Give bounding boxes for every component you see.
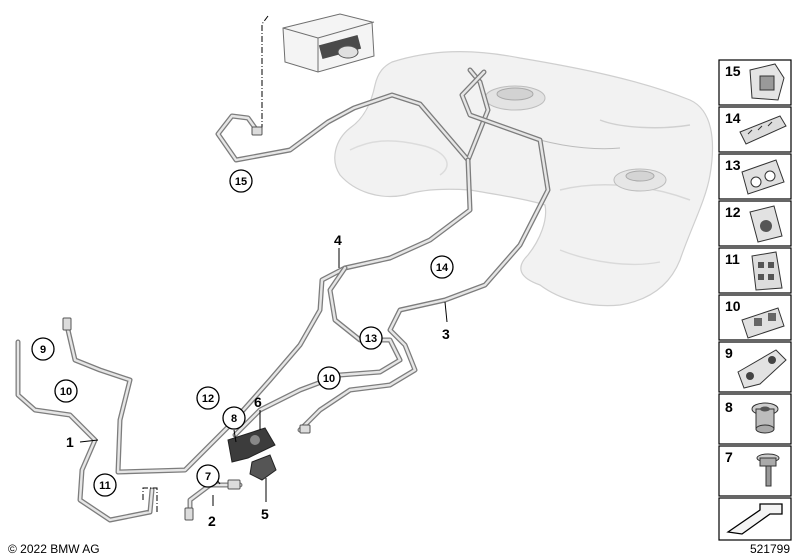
diagram-number: 521799 [750, 542, 790, 556]
connector-reference-line [142, 487, 158, 512]
legend-item-12[interactable]: 12 [718, 200, 792, 247]
svg-text:12: 12 [725, 204, 741, 220]
grommet-icon [751, 402, 779, 434]
svg-text:10: 10 [725, 298, 741, 314]
callout-4: 4 [334, 232, 342, 248]
bracket-holder-icon [737, 349, 787, 389]
double-clip-icon [741, 159, 785, 195]
svg-text:7: 7 [205, 471, 211, 483]
legend-item-15[interactable]: 15 [718, 59, 792, 106]
screw-icon [756, 453, 780, 487]
valve-part [249, 454, 277, 481]
legend-item-8[interactable]: 8 [718, 393, 792, 445]
circled-callout-15: 15 [229, 169, 253, 193]
callout-6: 6 [254, 394, 262, 410]
circled-callout-12: 12 [196, 386, 220, 410]
canister-reference-line [261, 15, 269, 130]
svg-text:9: 9 [40, 344, 46, 356]
callout-5: 5 [261, 506, 269, 522]
circled-callout-8: 8 [222, 406, 246, 430]
legend-item-13[interactable]: 13 [718, 153, 792, 200]
circled-callout-10a: 10 [317, 366, 341, 390]
legend-item-9[interactable]: 9 [718, 341, 792, 393]
multi-clip-icon [739, 115, 787, 145]
copyright-text: © 2022 BMW AG [8, 542, 100, 556]
svg-text:13: 13 [365, 333, 377, 345]
clip-holder-icon [749, 63, 785, 101]
circled-callout-10b: 10 [54, 379, 78, 403]
svg-text:13: 13 [725, 157, 741, 173]
quad-clip-icon [751, 251, 783, 291]
callout-2: 2 [208, 513, 216, 529]
svg-text:11: 11 [99, 480, 111, 492]
svg-text:11: 11 [725, 251, 740, 267]
svg-text:10: 10 [60, 386, 72, 398]
svg-text:14: 14 [436, 262, 449, 274]
svg-text:15: 15 [725, 63, 741, 79]
svg-text:14: 14 [725, 110, 741, 126]
svg-text:9: 9 [725, 345, 733, 361]
circled-callouts: 15 14 13 12 10 10 9 8 7 11 [31, 169, 454, 497]
svg-text:8: 8 [231, 413, 237, 425]
svg-text:15: 15 [235, 176, 247, 188]
connectors [62, 126, 311, 521]
legend-item-10[interactable]: 10 [718, 294, 792, 341]
legend-item-14[interactable]: 14 [718, 106, 792, 153]
circled-callout-7: 7 [196, 464, 220, 488]
circled-callout-13: 13 [359, 326, 383, 350]
pipe-clip-icon [749, 205, 783, 243]
circled-callout-9: 9 [31, 337, 55, 361]
svg-text:7: 7 [725, 449, 733, 465]
fuel-tank [334, 51, 714, 307]
charcoal-canister [282, 13, 375, 73]
fuel-lines [15, 67, 551, 523]
twin-clip-icon [741, 307, 785, 339]
circled-callout-14: 14 [430, 255, 454, 279]
arrow-icon [726, 503, 783, 535]
svg-text:12: 12 [202, 393, 214, 405]
callout-3: 3 [442, 326, 450, 342]
legend-item-11[interactable]: 11 [718, 247, 792, 294]
svg-text:8: 8 [725, 399, 733, 415]
bracket-part [227, 427, 276, 463]
circled-callout-11: 11 [93, 473, 117, 497]
parts-legend: 15 14 13 12 11 10 [718, 59, 792, 541]
plain-callouts: 1 2 3 4 5 6 [66, 232, 450, 529]
legend-item-7[interactable]: 7 [718, 445, 792, 497]
legend-arrow-tile [718, 497, 792, 541]
callout-1: 1 [66, 434, 74, 450]
svg-text:10: 10 [323, 373, 335, 385]
